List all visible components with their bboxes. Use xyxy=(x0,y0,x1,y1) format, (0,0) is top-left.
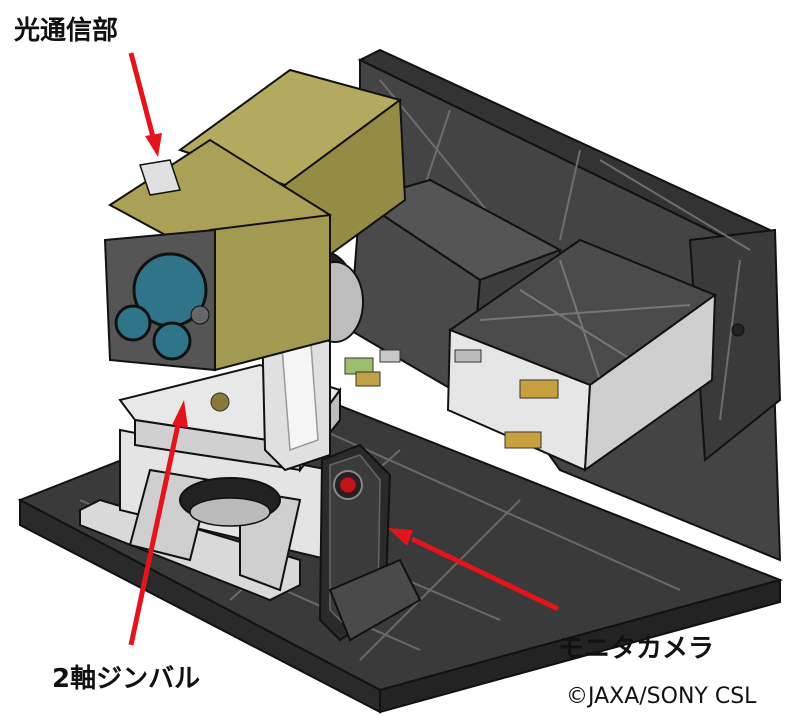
label-monitor-camera: モニタカメラ xyxy=(558,634,715,664)
optical-comm-unit xyxy=(103,68,407,372)
arrow-monitor-camera xyxy=(388,528,560,612)
arrow-optical-comm xyxy=(128,52,162,157)
electronics-box xyxy=(446,238,718,473)
camera-icon xyxy=(339,476,357,494)
monitor-camera xyxy=(318,443,422,642)
arrow-gimbal xyxy=(128,400,188,646)
label-optical-comm: 光通信部 xyxy=(14,16,119,46)
copyright-credit: ©JAXA/SONY CSL xyxy=(566,684,757,709)
label-gimbal: 2軸ジンバル xyxy=(52,664,201,694)
